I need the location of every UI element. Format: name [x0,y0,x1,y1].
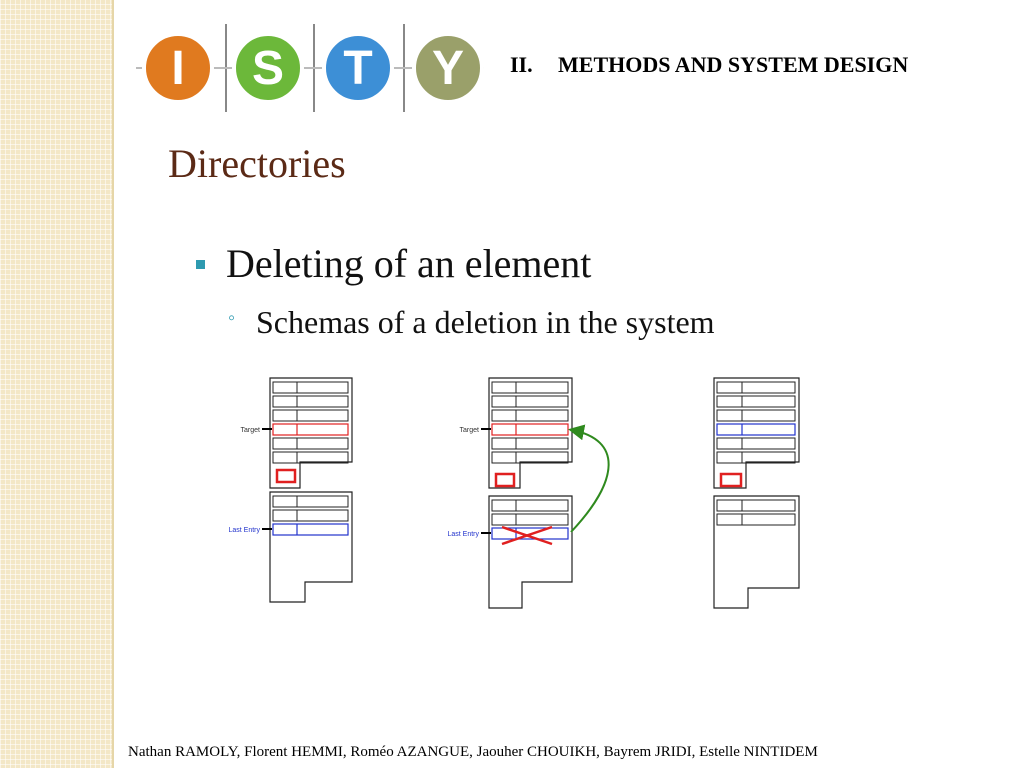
decorative-side-strip [0,0,112,768]
schema-after [713,377,800,609]
bullet-level-1: Deleting of an element [196,240,591,287]
svg-text:Last Entry: Last Entry [228,527,260,534]
logo-letter-t: T [322,32,394,104]
logo-letter-y: Y [412,32,484,104]
section-heading: II. METHODS AND SYSTEM DESIGN [510,52,908,78]
square-bullet-icon [196,260,205,269]
svg-text:T: T [343,42,372,95]
side-strip-edge [112,0,114,768]
section-title: METHODS AND SYSTEM DESIGN [558,52,909,77]
schema-before: Target Last Entry [228,377,353,603]
svg-text:Target: Target [460,427,480,434]
svg-text:Last Entry: Last Entry [447,531,479,538]
bullet-1-text: Deleting of an element [226,241,592,286]
svg-text:Target: Target [241,427,261,434]
footer-authors: Nathan RAMOLY, Florent HEMMI, Roméo AZAN… [128,744,818,760]
svg-text:Y: Y [432,42,464,95]
logo-letter-s: S [232,32,304,104]
logo-letter-i: I [142,32,214,104]
section-number: II. [510,52,533,77]
slide-title: Directories [168,141,346,186]
move-arrow [568,424,610,533]
deletion-schemas: Target Last Entry Target [228,377,800,609]
bullet-2-text: Schemas of a deletion in the system [256,304,715,340]
circle-bullet-icon: ◦ [228,307,236,329]
bullet-level-2: ◦ Schemas of a deletion in the system [228,304,715,341]
svg-text:S: S [252,42,284,95]
schema-during: Target Last Entry [447,377,610,609]
istiy-logo: I S T Y [136,24,484,112]
svg-text:I: I [171,42,184,95]
